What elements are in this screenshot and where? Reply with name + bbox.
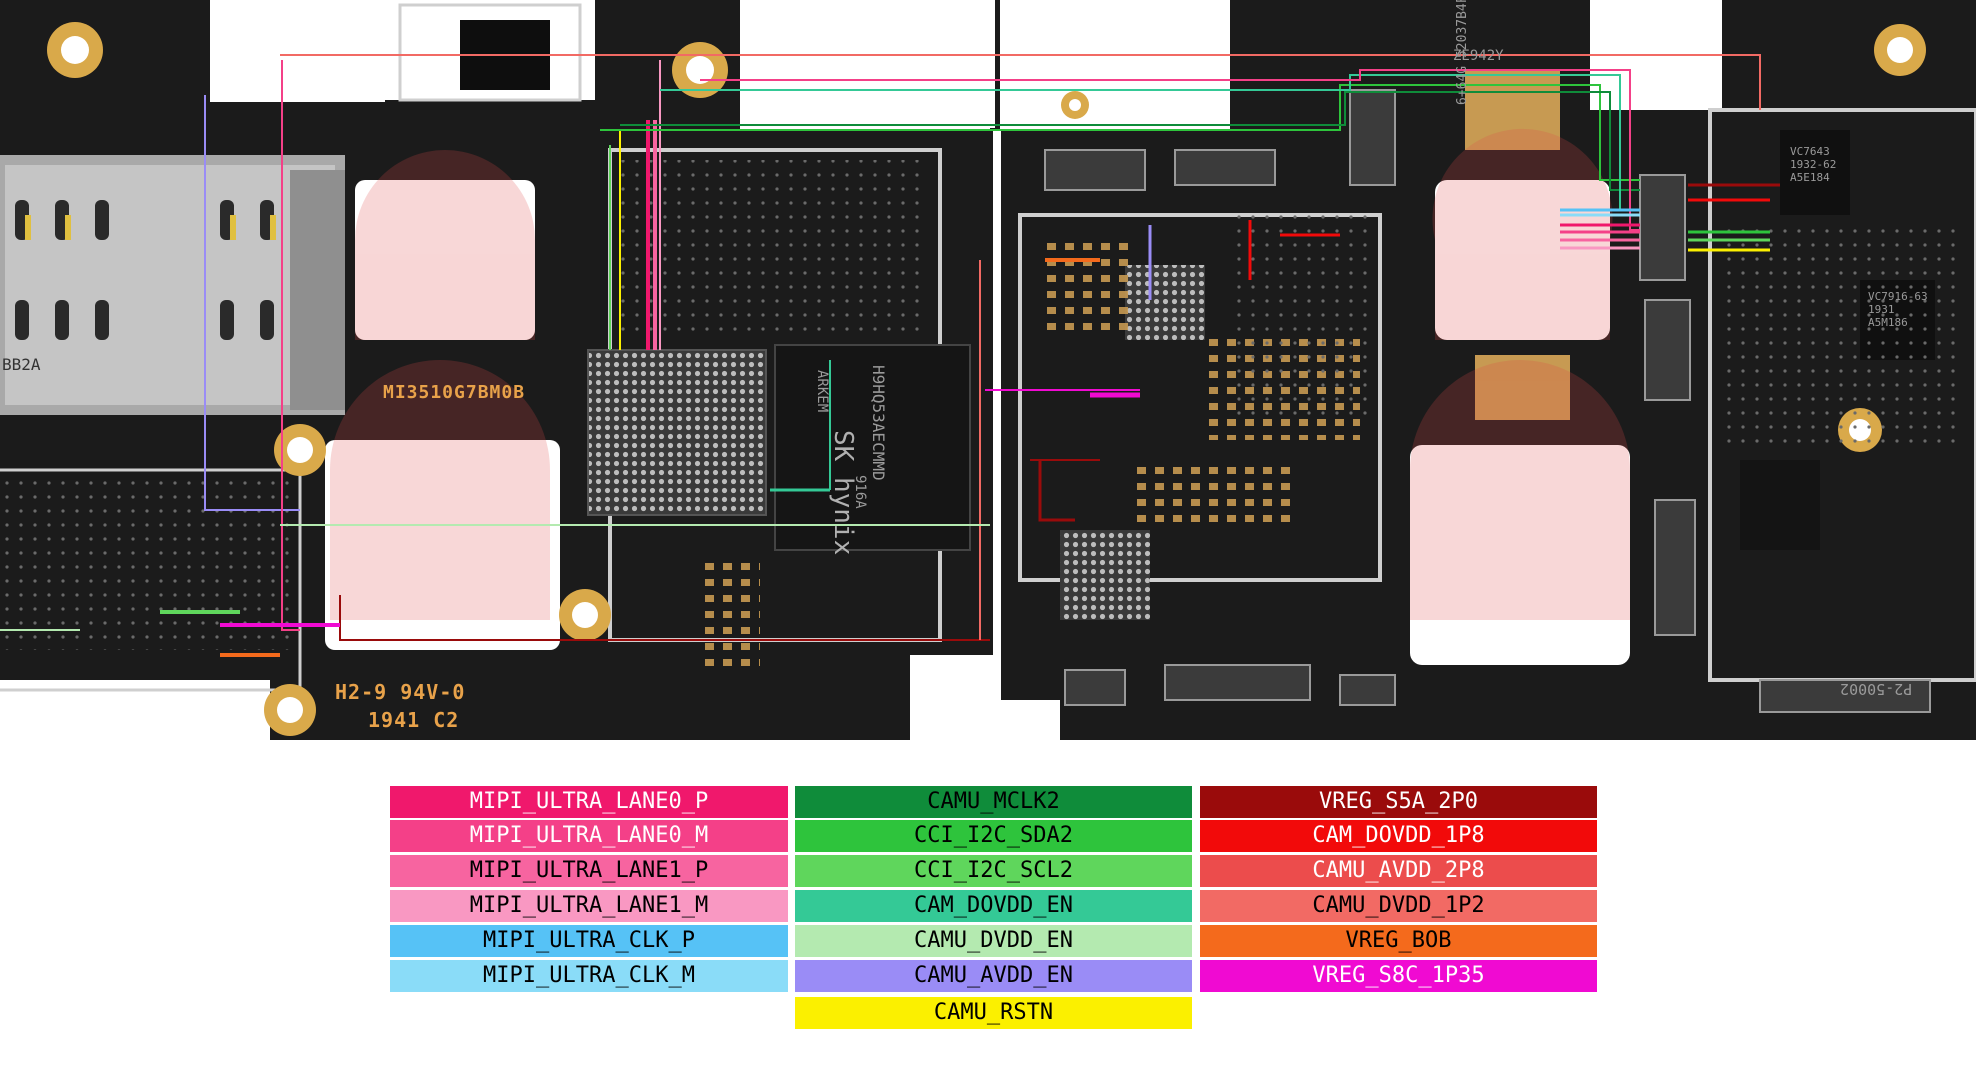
legend-camu-mclk2: CAMU_MCLK2 — [795, 786, 1192, 818]
memory-part-2: ARKEM — [814, 370, 830, 413]
legend-mipi-ultra-clk-p: MIPI_ULTRA_CLK_P — [390, 925, 788, 957]
board-date-code-2: 1941 C2 — [368, 708, 460, 732]
legend-mipi-ultra-lane1-p: MIPI_ULTRA_LANE1_P — [390, 855, 788, 887]
legend-mipi-ultra-lane0-m: MIPI_ULTRA_LANE0_M — [390, 820, 788, 852]
legend-cci-i2c-scl2: CCI_I2C_SCL2 — [795, 855, 1192, 887]
legend-mipi-ultra-lane0-p: MIPI_ULTRA_LANE0_P — [390, 786, 788, 818]
legend-vreg-s5a-2p0: VREG_S5A_2P0 — [1200, 786, 1597, 818]
legend-mipi-ultra-lane1-m: MIPI_ULTRA_LANE1_M — [390, 890, 788, 922]
board-date-code-1: H2-9 94V-0 — [335, 680, 466, 704]
pcb-board-photo: MI3510G7BM0B H2-9 94V-0 1941 C2 BB2A SK … — [0, 0, 1976, 740]
legend-camu-dvdd-en: CAMU_DVDD_EN — [795, 925, 1192, 957]
legend-vreg-s8c-1p35: VREG_S8C_1P35 — [1200, 960, 1597, 992]
legend-camu-dvdd-1p2: CAMU_DVDD_1P2 — [1200, 890, 1597, 922]
legend-mipi-ultra-clk-m: MIPI_ULTRA_CLK_M — [390, 960, 788, 992]
legend-vreg-bob: VREG_BOB — [1200, 925, 1597, 957]
right-vertical-code: 6+64G 52037B4F2000 — [1455, 0, 1470, 105]
legend-camu-rstn: CAMU_RSTN — [795, 997, 1192, 1029]
legend-camu-avdd-en: CAMU_AVDD_EN — [795, 960, 1192, 992]
legend-cam-dovdd-en: CAM_DOVDD_EN — [795, 890, 1192, 922]
legend-camu-avdd-2p8: CAMU_AVDD_2P8 — [1200, 855, 1597, 887]
right-bottom-code: P2-50002 — [1840, 680, 1913, 698]
right-chip-1-code: VC7643 1932-62 A5E184 — [1790, 145, 1837, 184]
legend-cam-dovdd-1p8: CAM_DOVDD_1P8 — [1200, 820, 1597, 852]
legend-cci-i2c-sda2: CCI_I2C_SDA2 — [795, 820, 1192, 852]
right-chip-2-code: VC7916-63 1931 A5M186 — [1868, 290, 1928, 329]
board-model-marking: MI3510G7BM0B — [383, 382, 526, 403]
memory-part-3: 916A — [852, 475, 868, 509]
memory-part-1: H9HQ53AECMMD — [869, 365, 888, 481]
right-top-code: ZE942Y — [1453, 48, 1504, 64]
left-mark: BB2A — [2, 355, 41, 374]
